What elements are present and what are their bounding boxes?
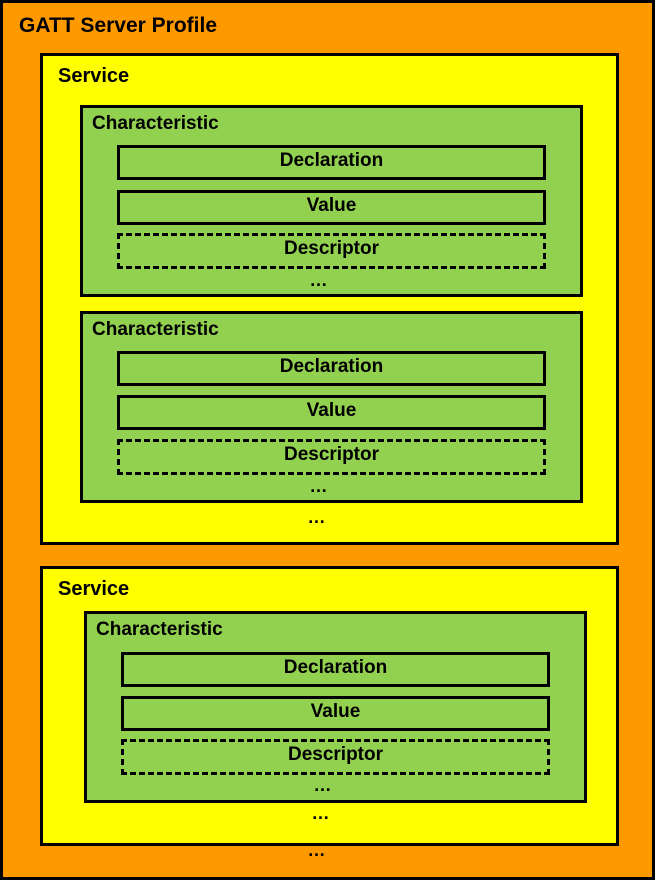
characteristic-title: Characteristic — [96, 619, 223, 640]
profile-title: GATT Server Profile — [19, 14, 218, 37]
characteristic-ellipsis: … — [309, 270, 329, 290]
characteristic-box-3: Characteristic Declaration Value Descrip… — [84, 611, 587, 803]
declaration-box: Declaration — [117, 145, 546, 180]
declaration-box: Declaration — [121, 652, 550, 687]
characteristic-box-1: Characteristic Declaration Value Descrip… — [80, 105, 583, 297]
value-box: Value — [117, 190, 546, 225]
value-box: Value — [117, 395, 546, 430]
characteristic-title: Characteristic — [92, 319, 219, 340]
characteristic-ellipsis: … — [309, 476, 329, 496]
service-title-2: Service — [58, 578, 130, 600]
service-ellipsis: … — [307, 507, 327, 527]
descriptor-box: Descriptor — [121, 739, 550, 775]
characteristic-title: Characteristic — [92, 113, 219, 134]
service-title-1: Service — [58, 65, 130, 87]
descriptor-box: Descriptor — [117, 233, 546, 269]
service-ellipsis: … — [311, 803, 331, 823]
profile-ellipsis: … — [307, 840, 327, 860]
service-box-2: Service Characteristic Declaration Value… — [40, 566, 619, 846]
value-box: Value — [121, 696, 550, 731]
descriptor-box: Descriptor — [117, 439, 546, 475]
service-box-1: Service Characteristic Declaration Value… — [40, 53, 619, 545]
characteristic-ellipsis: … — [313, 775, 333, 795]
declaration-box: Declaration — [117, 351, 546, 386]
characteristic-box-2: Characteristic Declaration Value Descrip… — [80, 311, 583, 503]
